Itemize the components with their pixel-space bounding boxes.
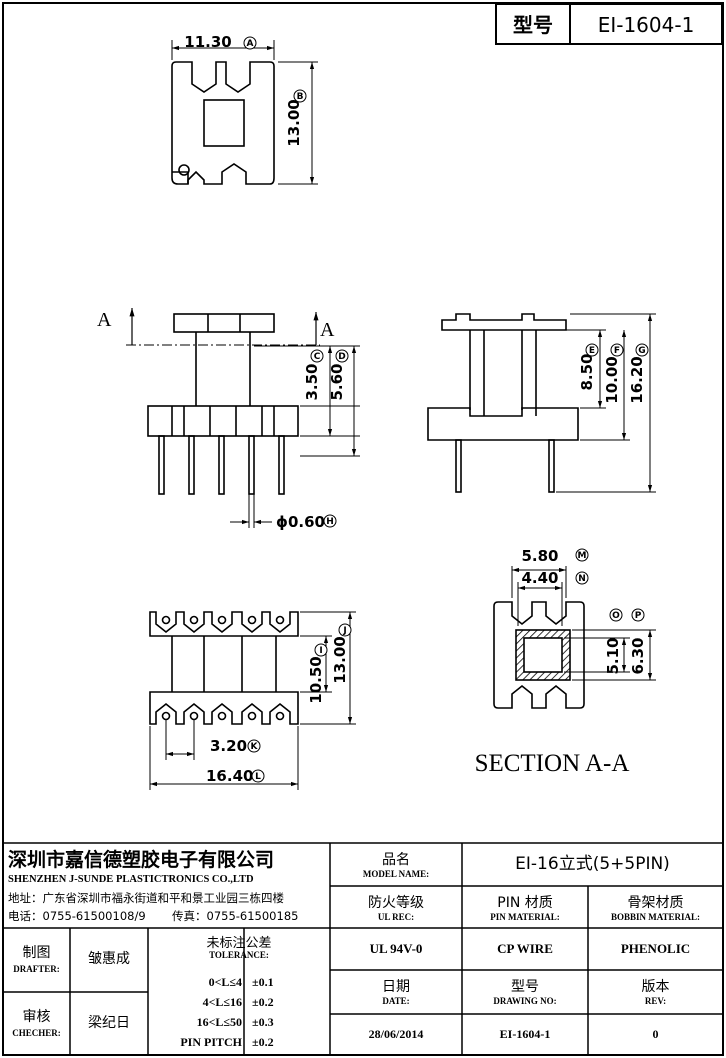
- header-type-value: EI-1604-1: [598, 13, 695, 37]
- dim-350: 3.50: [303, 363, 321, 400]
- tolerance-value: ±0.3: [252, 1015, 274, 1030]
- svg-text:I: I: [319, 646, 322, 656]
- drawing-no-value: EI-1604-1: [499, 1026, 551, 1041]
- dim-560: 5.60: [328, 363, 346, 400]
- tag-p: P: [631, 608, 645, 622]
- svg-text:O: O: [612, 611, 620, 621]
- dim-850: 8.50: [578, 353, 596, 390]
- svg-text:C: C: [314, 352, 321, 362]
- company-name-en: SHENZHEN J-SUNDE PLASTICTRONICS CO.,LTD: [8, 874, 254, 886]
- svg-text:K: K: [251, 742, 259, 752]
- dim-580: 5.80: [521, 547, 558, 565]
- tag-i: I: [314, 643, 328, 657]
- svg-text:A: A: [247, 39, 254, 49]
- tolerance-value: ±0.2: [252, 1035, 274, 1050]
- header-type-label: 型号: [513, 13, 553, 37]
- tolerance-range: 16<L≤50: [196, 1015, 242, 1030]
- tag-o: O: [609, 608, 623, 622]
- section-title: SECTION A-A: [475, 750, 630, 777]
- svg-text:N: N: [578, 574, 586, 584]
- svg-text:J: J: [342, 626, 346, 636]
- dim-510: 5.10: [604, 637, 622, 674]
- svg-text:B: B: [297, 92, 304, 102]
- tag-e: E: [585, 343, 599, 357]
- tag-f: F: [610, 343, 624, 357]
- svg-text:M: M: [578, 551, 587, 561]
- tolerance-value: ±0.1: [252, 975, 274, 990]
- dim-pin-diameter: ϕ0.60: [276, 513, 325, 531]
- rev-value: 0: [652, 1026, 659, 1041]
- header-box: 型号 EI-1604-1: [495, 3, 723, 45]
- pin-material-label: PIN 材质 PIN MATERIAL:: [490, 895, 560, 922]
- drawing-no-label: 型号 DRAWING NO:: [493, 979, 557, 1006]
- bobbin-material-label: 骨架材质 BOBBIN MATERIAL:: [610, 895, 701, 922]
- dim-top-height: 13.00: [285, 99, 303, 146]
- tag-k: K: [247, 739, 261, 753]
- section-aa-view: [493, 566, 656, 709]
- tolerance-value: ±0.2: [252, 995, 274, 1010]
- ul-rec-label: 防火等级 UL REC:: [368, 895, 424, 922]
- tag-n: N: [575, 571, 589, 585]
- tag-c: C: [310, 349, 324, 363]
- checker-name: 梁纪日: [88, 1014, 130, 1031]
- ul-rec-value: UL 94V-0: [369, 940, 423, 956]
- dim-top-width: 11.30: [184, 33, 231, 51]
- bobbin-material-value: PHENOLIC: [620, 940, 691, 956]
- svg-text:D: D: [338, 352, 345, 362]
- tolerance-range: 4<L≤16: [202, 995, 242, 1010]
- dim-1620: 16.20: [628, 356, 646, 403]
- checker-label: 审核 CHECHER:: [12, 1009, 61, 1038]
- date-value: 28/06/2014: [368, 1026, 424, 1041]
- pin-material-value: CP WIRE: [497, 940, 553, 956]
- tolerance-range: 0<L≤4: [208, 975, 242, 990]
- tolerance-range: PIN PITCH: [180, 1035, 242, 1050]
- model-name-label: 品名 MODEL NAME:: [362, 852, 430, 879]
- tag-b: B: [293, 89, 307, 103]
- company-address: 地址：广东省深圳市福永街道和平和景工业园三栋四楼: [8, 890, 284, 905]
- company-fax: 传真：0755-61500185: [172, 908, 299, 923]
- tag-l: L: [251, 769, 265, 783]
- rev-label: 版本 REV:: [641, 979, 670, 1006]
- svg-text:F: F: [614, 346, 620, 356]
- dim-1050: 10.50: [307, 656, 325, 703]
- tag-m: M: [575, 548, 589, 562]
- tag-a: A: [243, 36, 257, 50]
- section-mark-right: A: [320, 319, 335, 341]
- company-name-cn: 深圳市嘉信德塑胶电子有限公司: [8, 848, 275, 871]
- tag-d: D: [335, 349, 349, 363]
- tag-h: H: [323, 514, 337, 528]
- dim-630: 6.30: [629, 637, 647, 674]
- svg-text:E: E: [589, 346, 595, 356]
- company-phone: 电话：0755-61500108/9: [8, 908, 146, 923]
- svg-text:L: L: [255, 772, 261, 782]
- tag-g: G: [635, 343, 649, 357]
- dim-1300: 13.00: [331, 636, 349, 683]
- section-side-view: [427, 313, 656, 493]
- dim-320: 3.20: [210, 737, 247, 755]
- drafter-label: 制图 DRAFTER:: [13, 945, 60, 974]
- model-name-value: EI-16立式(5+5PIN): [515, 854, 670, 875]
- bottom-view: [149, 611, 356, 790]
- tolerance-label: 未标注公差 TOLERANCE:: [206, 936, 272, 960]
- svg-text:G: G: [638, 346, 645, 356]
- drafter-name: 皱惠成: [88, 951, 130, 968]
- dim-1000: 10.00: [603, 356, 621, 403]
- svg-text:P: P: [635, 611, 642, 621]
- dim-440: 4.40: [521, 569, 558, 587]
- svg-text:H: H: [326, 517, 334, 527]
- title-block-grid: [3, 842, 723, 1055]
- date-label: 日期 DATE:: [382, 979, 410, 1006]
- tag-j: J: [338, 623, 352, 637]
- side-view: [126, 308, 360, 528]
- top-view: [171, 40, 318, 185]
- section-mark-left: A: [97, 309, 112, 331]
- dim-1640: 16.40: [206, 767, 253, 785]
